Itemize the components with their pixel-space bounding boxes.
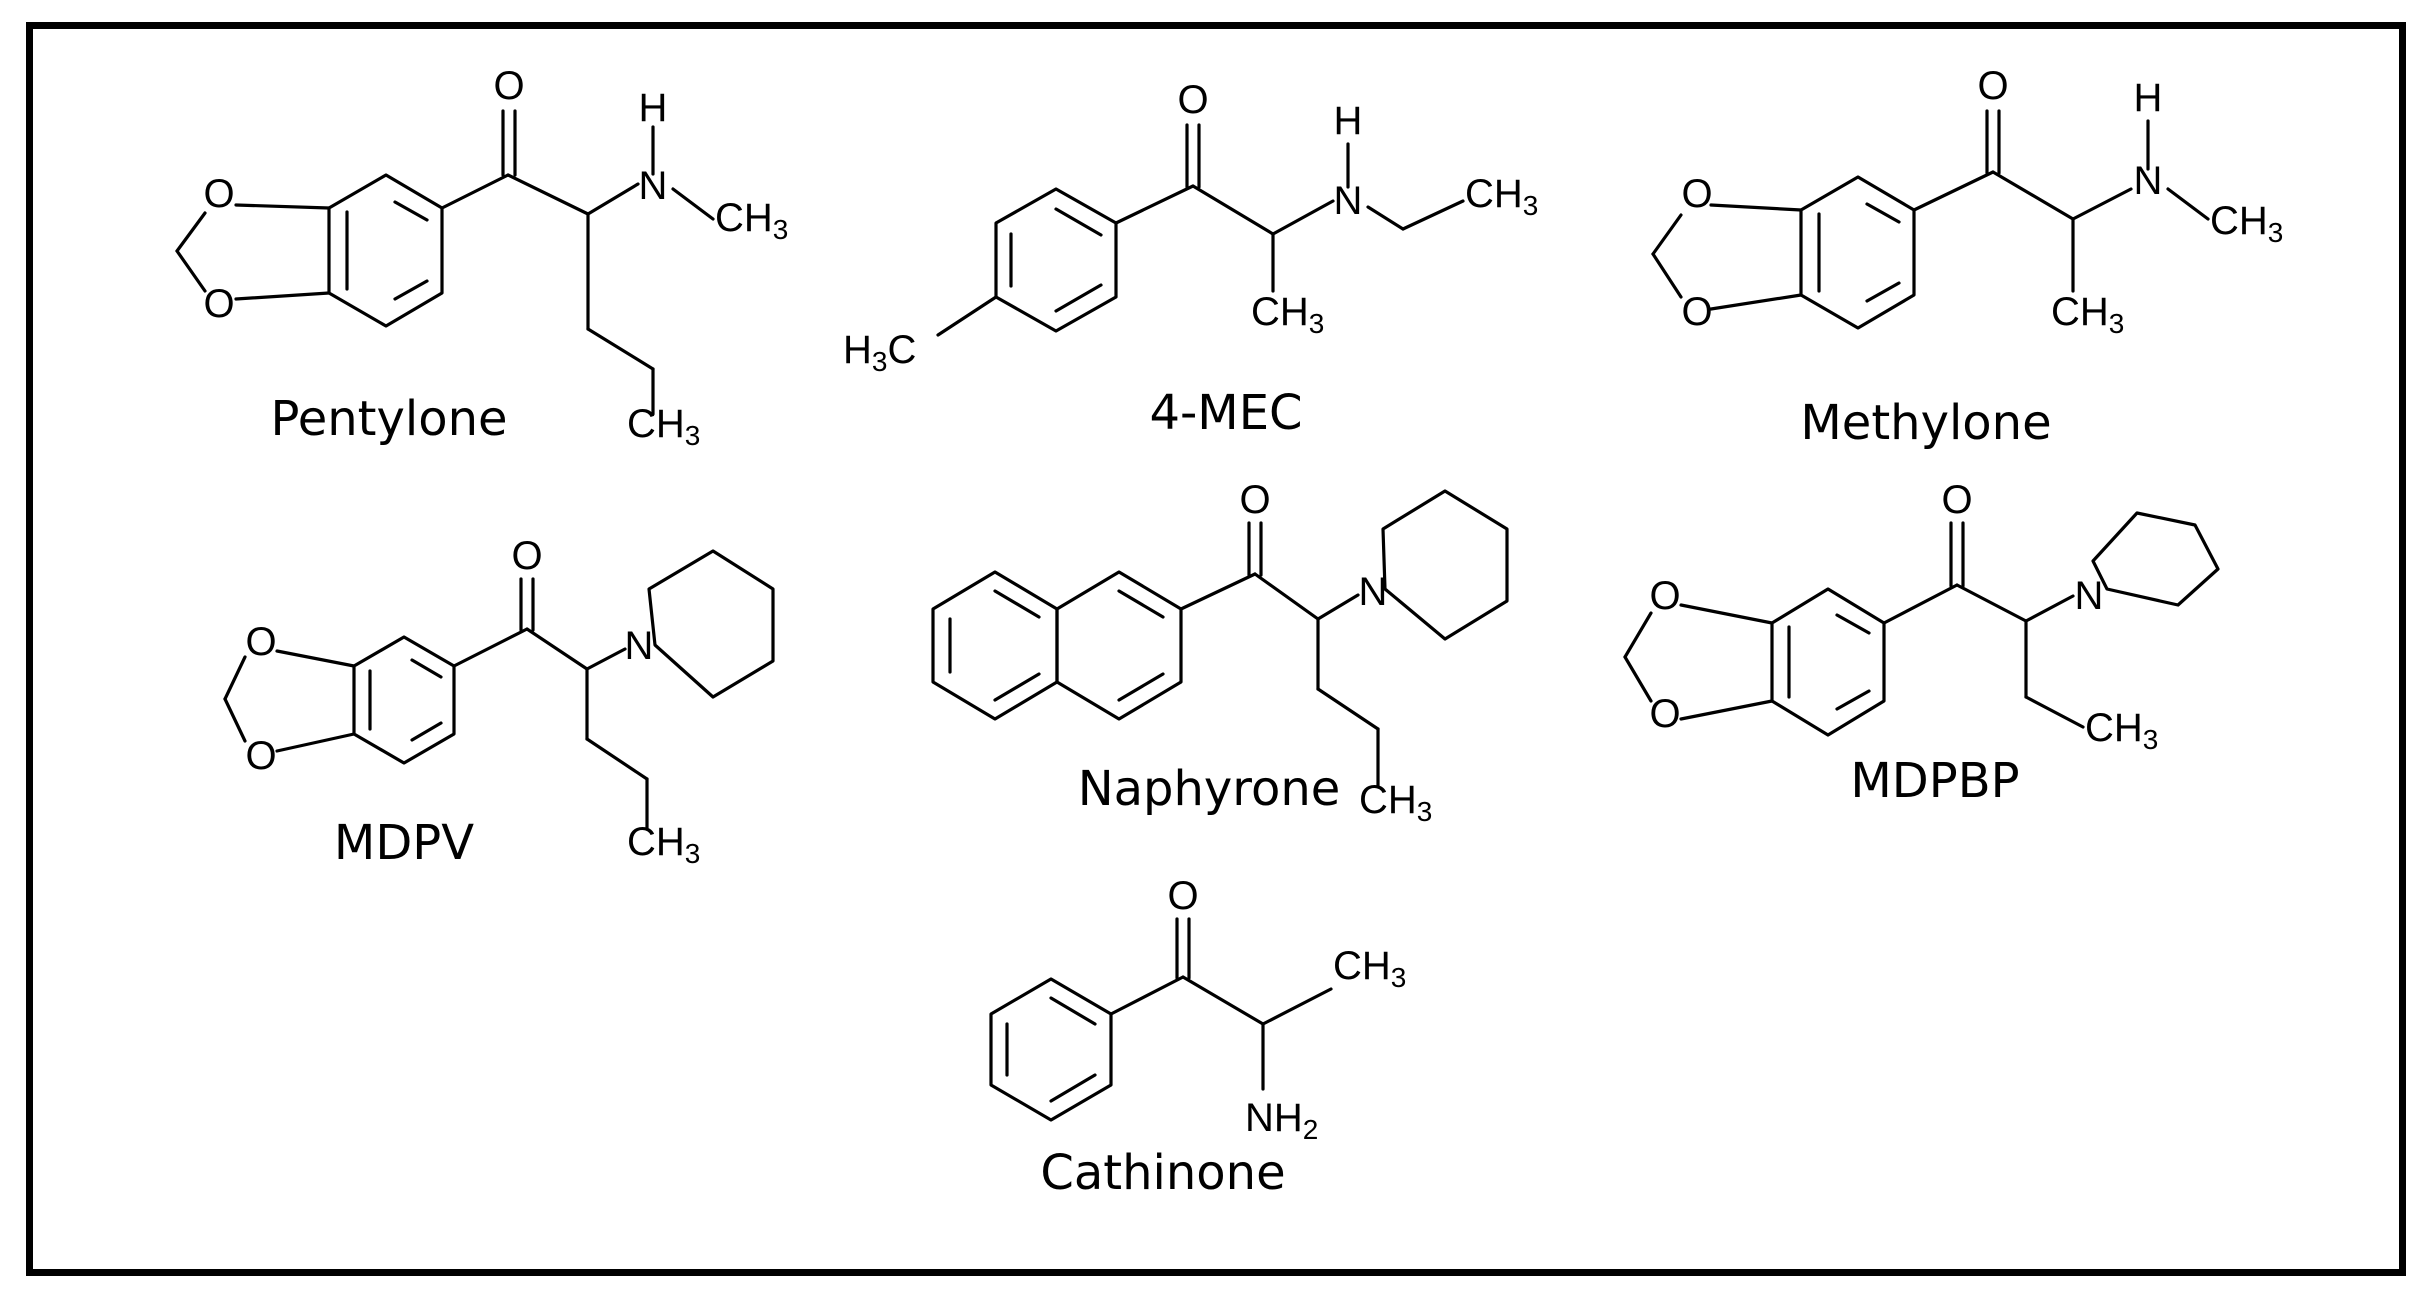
methyl-group: CH3 (627, 402, 700, 451)
nitrogen-atom: N (639, 164, 668, 208)
ring-oxygen-atom: O (203, 172, 234, 216)
oxygen-atom: O (1941, 478, 1972, 522)
oxygen-atom: O (493, 64, 524, 108)
compound-mdpv: O N O O CH3 MDPV (223, 534, 775, 871)
compound-name: Methylone (1800, 395, 2051, 451)
ring-oxygen-atom: O (245, 734, 276, 778)
compound-4-mec: O H N CH3 CH3 H3C 4-MEC (843, 78, 1538, 441)
compound-cathinone: O CH3 NH2 Cathinone (989, 874, 1406, 1201)
oxygen-atom: O (1177, 78, 1208, 122)
ring-oxygen-atom: O (203, 282, 234, 326)
compound-methylone: O H N CH3 O O CH3 Methylone (1651, 64, 2283, 451)
ring-oxygen-atom: O (1649, 692, 1680, 736)
compound-name: Pentylone (270, 391, 507, 447)
oxygen-atom: O (1239, 478, 1270, 522)
oxygen-atom: O (511, 534, 542, 578)
methyl-group: CH3 (627, 820, 700, 869)
methyl-group: CH3 (2051, 290, 2124, 339)
ring-oxygen-atom: O (1681, 172, 1712, 216)
hydrogen-atom: H (1334, 99, 1363, 143)
figure-frame: O H N CH3 O O CH3 Pentylone O H N CH3 (26, 22, 2406, 1276)
methyl-group: CH3 (715, 196, 788, 245)
compound-pentylone: O H N CH3 O O CH3 Pentylone (175, 64, 788, 451)
ring-oxygen-atom: O (1649, 574, 1680, 618)
ring-oxygen-atom: O (1681, 290, 1712, 334)
nitrogen-atom: N (2075, 574, 2104, 618)
compound-mdpbp: O N O O CH3 MDPBP (1623, 478, 2220, 809)
methyl-group: CH3 (1359, 778, 1432, 827)
compound-name: Naphyrone (1078, 761, 1341, 817)
methyl-group: CH3 (1333, 944, 1406, 993)
hydrogen-atom: H (639, 86, 668, 130)
nitrogen-atom: N (2134, 159, 2163, 203)
methyl-group: H3C (843, 328, 916, 377)
methyl-group: CH3 (1251, 290, 1324, 339)
methyl-group: CH3 (1465, 172, 1538, 221)
hydrogen-atom: H (2134, 76, 2163, 120)
nitrogen-atom: N (1334, 179, 1363, 223)
ring-oxygen-atom: O (245, 620, 276, 664)
compound-naphyrone: O N CH3 Naphyrone (931, 478, 1509, 827)
nitrogen-atom: N (1359, 570, 1388, 614)
oxygen-atom: O (1977, 64, 2008, 108)
nitrogen-atom: N (625, 624, 654, 668)
compound-name: MDPV (334, 815, 474, 871)
methyl-group: CH3 (2210, 199, 2283, 248)
compound-name: Cathinone (1040, 1145, 1285, 1201)
amine-group: NH2 (1245, 1096, 1318, 1145)
oxygen-atom: O (1167, 874, 1198, 918)
compound-name: MDPBP (1850, 753, 2019, 809)
structures-canvas: O H N CH3 O O CH3 Pentylone O H N CH3 (175, 64, 2283, 1201)
methyl-group: CH3 (2085, 706, 2158, 755)
compound-name: 4-MEC (1149, 385, 1302, 441)
